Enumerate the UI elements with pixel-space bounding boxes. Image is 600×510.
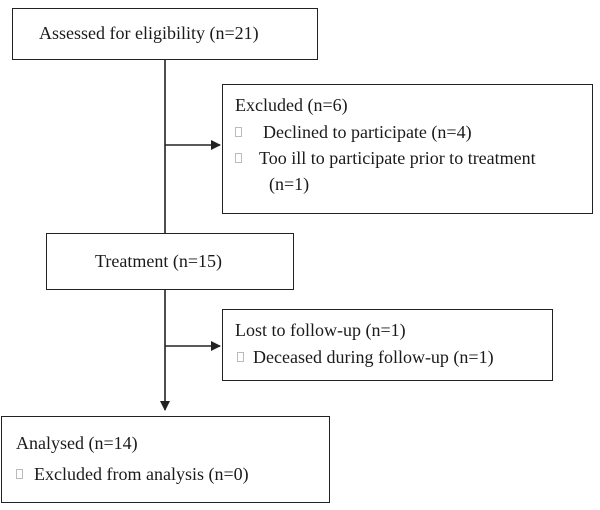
excluded-box: Excluded (n=6) Declined to participate (… xyxy=(222,84,593,214)
excluded-title: Excluded (n=6) xyxy=(235,95,348,115)
assessed-label: Assessed for eligibility (n=21) xyxy=(39,23,259,43)
analysed-box: Analysed (n=14) Excluded from analysis (… xyxy=(1,416,330,503)
analysed-item-excluded: Excluded from analysis (n=0) xyxy=(34,464,249,484)
lost-item-deceased: Deceased during follow-up (n=1) xyxy=(253,347,494,367)
excluded-item-too-ill: Too ill to participate prior to treatmen… xyxy=(259,148,536,168)
bullet-box-icon xyxy=(235,127,242,137)
treatment-box: Treatment (n=15) xyxy=(46,233,294,290)
excluded-item-too-ill-count: (n=1) xyxy=(269,174,310,194)
treatment-label: Treatment (n=15) xyxy=(95,251,222,271)
assessed-box: Assessed for eligibility (n=21) xyxy=(12,8,318,60)
bullet-box-icon xyxy=(237,352,244,362)
lost-box: Lost to follow-up (n=1) Deceased during … xyxy=(222,309,553,381)
excluded-item-declined: Declined to participate (n=4) xyxy=(263,122,472,142)
bullet-box-icon xyxy=(235,153,242,163)
bullet-box-icon xyxy=(16,469,23,479)
lost-title: Lost to follow-up (n=1) xyxy=(235,320,406,340)
analysed-title: Analysed (n=14) xyxy=(16,433,138,453)
